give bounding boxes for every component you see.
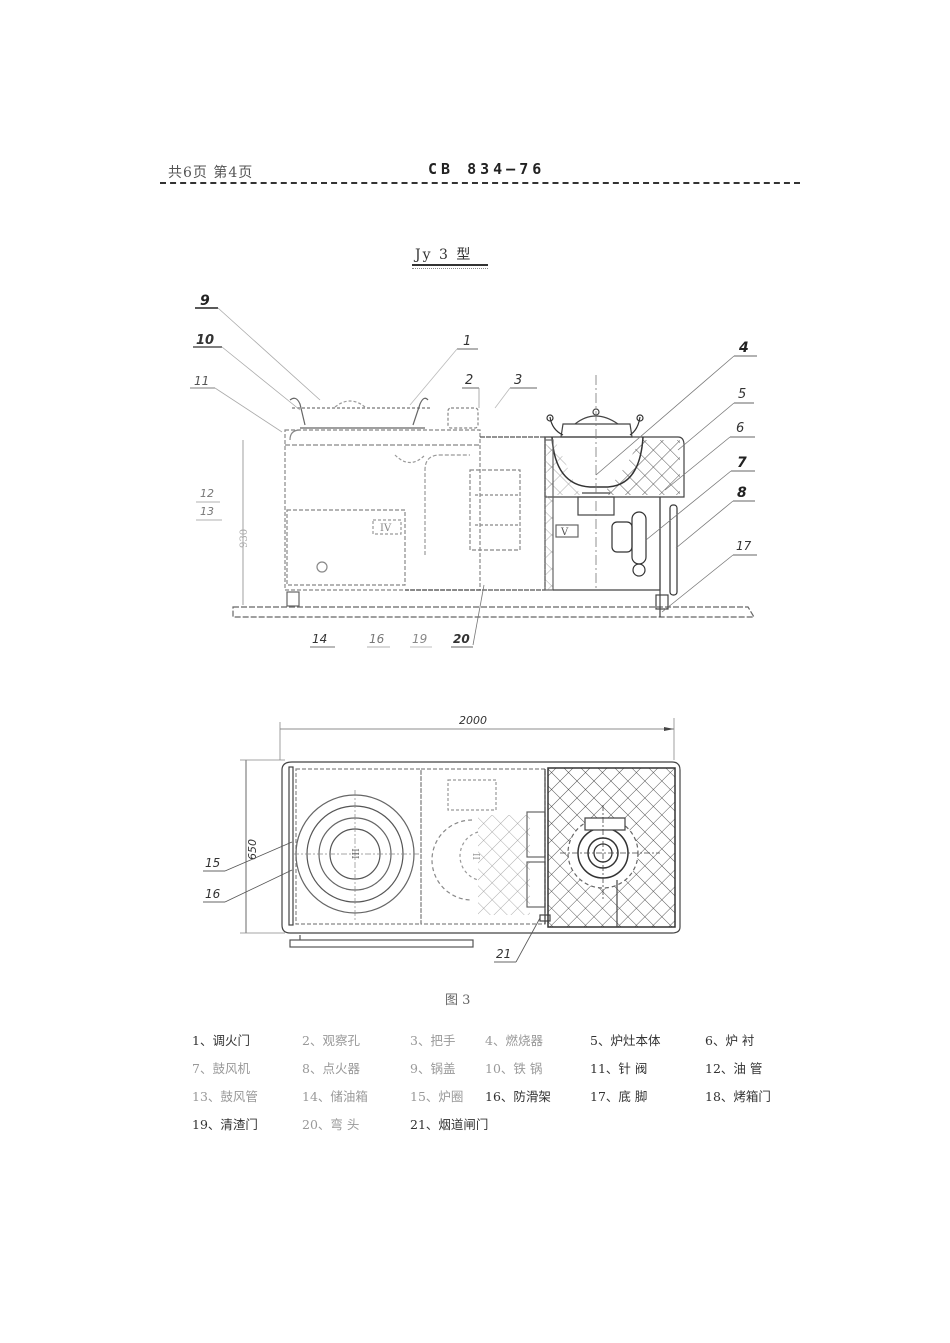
legend-item: 21、烟道闸门 [410, 1117, 489, 1132]
legend-item: 8、点火器 [302, 1061, 360, 1076]
legend-item: 3、把手 [410, 1033, 456, 1048]
svg-text:2: 2 [465, 373, 473, 388]
legend-item: 10、铁 锅 [485, 1061, 543, 1076]
header-rule [160, 182, 800, 184]
legend-item: 1、调火门 [192, 1033, 250, 1048]
svg-text:8: 8 [737, 485, 747, 501]
plan-view: 2000 650 III II [240, 714, 681, 948]
title-underline-dotted [412, 268, 488, 269]
svg-text:10: 10 [196, 333, 214, 348]
standard-code: CB 834—76 [428, 160, 546, 178]
legend-item: 18、烤箱门 [705, 1089, 771, 1104]
parts-legend: 1、调火门 2、观察孔 3、把手 4、燃烧器 5、炉灶本体 6、炉 衬 7、鼓风… [192, 1030, 792, 1142]
svg-text:12: 12 [200, 487, 214, 500]
legend-row: 1、调火门 2、观察孔 3、把手 4、燃烧器 5、炉灶本体 6、炉 衬 [192, 1030, 792, 1058]
svg-text:11: 11 [194, 374, 209, 388]
legend-item: 5、炉灶本体 [590, 1033, 661, 1048]
width-dimension: 2000 [459, 714, 487, 727]
svg-text:9: 9 [200, 293, 210, 309]
legend-item: 12、油 管 [705, 1061, 763, 1076]
svg-text:21: 21 [496, 947, 511, 961]
svg-text:4: 4 [738, 340, 749, 356]
legend-item: 9、锅盖 [410, 1061, 456, 1076]
legend-item: 16、防滑架 [485, 1089, 551, 1104]
page-header: 共6页 第4页 CB 834—76 [160, 158, 800, 188]
legend-item: 13、鼓风管 [192, 1089, 258, 1104]
plan-view-callouts: 15 16 21 [203, 841, 541, 963]
legend-item: 15、炉圈 [410, 1089, 464, 1104]
svg-text:7: 7 [737, 455, 747, 471]
side-view-callouts: 9 10 11 1 2 3 4 5 6 7 8 17 12 13 [190, 293, 757, 648]
svg-text:6: 6 [736, 421, 744, 436]
svg-text:15: 15 [205, 856, 220, 870]
burner-mark-ii: II [473, 852, 483, 860]
svg-text:3: 3 [514, 373, 522, 388]
figure-caption: 图 3 [445, 993, 471, 1008]
burner-mark-iii: III [352, 848, 362, 859]
svg-text:14: 14 [312, 632, 327, 646]
depth-dimension: 650 [246, 839, 259, 860]
svg-text:13: 13 [200, 505, 214, 518]
legend-item: 17、底 脚 [590, 1089, 648, 1104]
legend-item: 2、观察孔 [302, 1033, 360, 1048]
title-underline [412, 264, 488, 266]
svg-text:16: 16 [369, 632, 385, 646]
legend-item: 14、储油箱 [302, 1089, 368, 1104]
legend-row: 19、清渣门 20、弯 头 21、烟道闸门 [192, 1114, 792, 1142]
legend-row: 13、鼓风管 14、储油箱 15、炉圈 16、防滑架 17、底 脚 18、烤箱门 [192, 1086, 792, 1114]
legend-row: 7、鼓风机 8、点火器 9、锅盖 10、铁 锅 11、针 阀 12、油 管 [192, 1058, 792, 1086]
svg-text:19: 19 [412, 632, 427, 646]
svg-text:16: 16 [205, 887, 221, 901]
legend-item: 19、清渣门 [192, 1117, 258, 1132]
legend-item: 11、针 阀 [590, 1061, 648, 1076]
svg-text:20: 20 [453, 632, 470, 646]
legend-item: 20、弯 头 [302, 1117, 360, 1132]
model-title: Jy 3 型 [415, 247, 473, 263]
svg-text:5: 5 [738, 387, 746, 402]
legend-item: 7、鼓风机 [192, 1061, 250, 1076]
page-count: 共6页 第4页 [168, 165, 254, 181]
height-dimension: 930 [239, 529, 250, 548]
svg-text:1: 1 [463, 334, 471, 349]
legend-item: 6、炉 衬 [705, 1033, 755, 1048]
roman-label-iv: IV [380, 523, 392, 534]
side-view: IV V [232, 375, 756, 618]
svg-text:17: 17 [736, 539, 752, 553]
roman-label-v: V [560, 527, 569, 538]
legend-item: 4、燃烧器 [485, 1033, 543, 1048]
